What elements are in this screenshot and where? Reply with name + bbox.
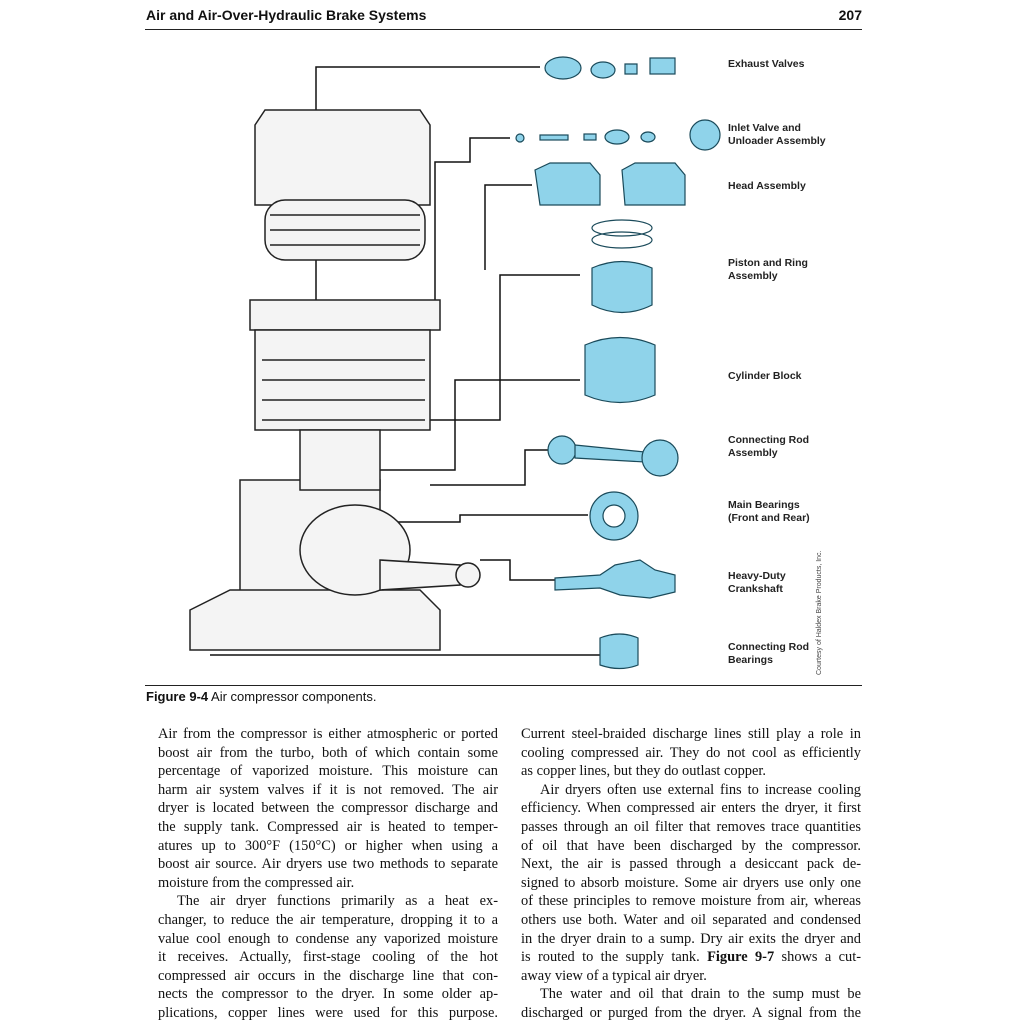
part-label-line: (Front and Rear): [728, 512, 810, 524]
figure-caption: Figure 9-4 Air compressor components.: [146, 689, 376, 704]
part-label-line: Crankshaft: [728, 583, 783, 595]
part-label: Exhaust Valves: [728, 58, 804, 71]
exhaust-valves-part: [544, 56, 582, 80]
text-column-right: Current steel-braided discharge lines st…: [521, 725, 861, 1023]
caption-rule: [145, 685, 862, 686]
part-label-line: Connecting Rod: [728, 641, 810, 653]
part-label: Cylinder Block: [728, 370, 802, 383]
text-line: efficiency. When compressed air enters t…: [521, 800, 861, 817]
text-line: Air from the compressor is either atmosp…: [158, 726, 498, 742]
part-label-line: Head Assembly: [728, 180, 806, 192]
exploded-parts: [515, 56, 721, 670]
text-line: is routed to the supply tank. Figure 9-7…: [521, 949, 861, 966]
cylinder-block-part: [584, 336, 656, 404]
text-line: of oil that have been discharged by the …: [521, 837, 861, 854]
text-line: others use both. Water and oil separated…: [521, 911, 861, 928]
running-header-title: Air and Air-Over-Hydraulic Brake Systems: [146, 7, 427, 23]
part-label-line: Bearings: [728, 654, 773, 666]
text-line: cooling compressed air. They do not cool…: [521, 744, 861, 761]
crankshaft-part: [554, 559, 676, 599]
rod-bearings-part: [599, 633, 639, 670]
text-line: in the dryer drain to a sump. Dry air ex…: [521, 930, 861, 947]
text-line: passes through an oil filter that remove…: [521, 818, 861, 835]
compressor-assembly: [189, 109, 481, 651]
text-line: boost air source. Air dryers use two met…: [158, 856, 498, 873]
part-label-line: Unloader Assembly: [728, 135, 826, 147]
piston-rings-part: [591, 219, 653, 237]
part-label-line: Piston and Ring: [728, 257, 808, 269]
text-line: The water and oil that drain to the sump…: [540, 986, 861, 1003]
part-label: Head Assembly: [728, 180, 806, 193]
text-line: dryer is located between the compressor …: [158, 800, 498, 817]
text-line: Air dryers often use external fins to in…: [540, 781, 861, 798]
part-label-line: Connecting Rod: [728, 434, 810, 446]
text-line: plications, copper lines were used for t…: [158, 1004, 498, 1021]
text-line: moisture from the compressed air.: [158, 874, 355, 891]
text-line: Current steel-braided discharge lines st…: [521, 726, 861, 742]
paragraph: The air dryer functions primarily as a h…: [158, 892, 498, 1022]
text-line: away view of a typical air dryer.: [521, 967, 707, 984]
text-line: harm air system valves if it is not remo…: [158, 781, 498, 798]
caption-text: Air compressor components.: [208, 689, 377, 704]
paragraph: Air from the compressor is either atmosp…: [158, 725, 498, 892]
part-label-line: Inlet Valve and: [728, 122, 801, 134]
paragraph: The water and oil that drain to the sump…: [521, 985, 861, 1022]
text-line: nects the compressor to the dryer. In so…: [158, 986, 498, 1003]
caption-label: Figure 9-4: [146, 689, 209, 704]
text-column-left: Air from the compressor is either atmosp…: [158, 725, 498, 1023]
compressor-exploded-diagram: [189, 56, 721, 670]
text-line: of these principles to remove moisture f…: [521, 893, 861, 910]
part-label-line: Assembly: [728, 270, 778, 282]
head-assembly-part: [534, 162, 601, 206]
text-line: the supply tank. Compressed air is heate…: [158, 818, 498, 835]
paragraph: Air dryers often use external fins to in…: [521, 781, 861, 986]
text-line: boost air from the turbo, both of which …: [158, 744, 498, 761]
text-line: percentage of vaporized moisture. This m…: [158, 763, 498, 780]
inlet-valve-part: [515, 119, 721, 151]
header-rule: [145, 29, 862, 30]
text-line: changer, to reduce the air temperature, …: [158, 911, 498, 928]
paragraph: Current steel-braided discharge lines st…: [521, 725, 861, 781]
part-label: Main Bearings(Front and Rear): [728, 499, 810, 525]
part-label-line: Exhaust Valves: [728, 58, 805, 70]
text-line: as copper lines, but they do outlast cop…: [521, 763, 766, 780]
image-credit: Courtesy of Haldex Brake Products, Inc.: [816, 550, 823, 676]
text-line: compressed air occurs in the discharge l…: [158, 967, 498, 984]
connecting-rod-part: [547, 435, 679, 477]
text-line: discharged or purged from the dryer. A s…: [521, 1004, 861, 1021]
figure-reference: Figure 9-7: [707, 949, 775, 966]
piston-part: [591, 260, 653, 314]
text-line: The air dryer functions primarily as a h…: [177, 893, 498, 910]
part-label-line: Cylinder Block: [728, 370, 802, 382]
page-number: 207: [838, 7, 862, 23]
text-line: signed to absorb moisture. Some air drye…: [521, 874, 861, 891]
text-line: Next, the air is passed through a desicc…: [521, 856, 861, 873]
part-label-line: Main Bearings: [728, 499, 800, 511]
text-line: atures up to 300°F (150°C) or higher whe…: [158, 837, 498, 854]
part-label-line: Heavy-Duty: [728, 570, 786, 582]
text-line: value cool enough to condense any vapori…: [158, 930, 498, 947]
part-label-line: Assembly: [728, 447, 778, 459]
text-line: it receives. Actually, first-stage cooli…: [158, 949, 498, 966]
